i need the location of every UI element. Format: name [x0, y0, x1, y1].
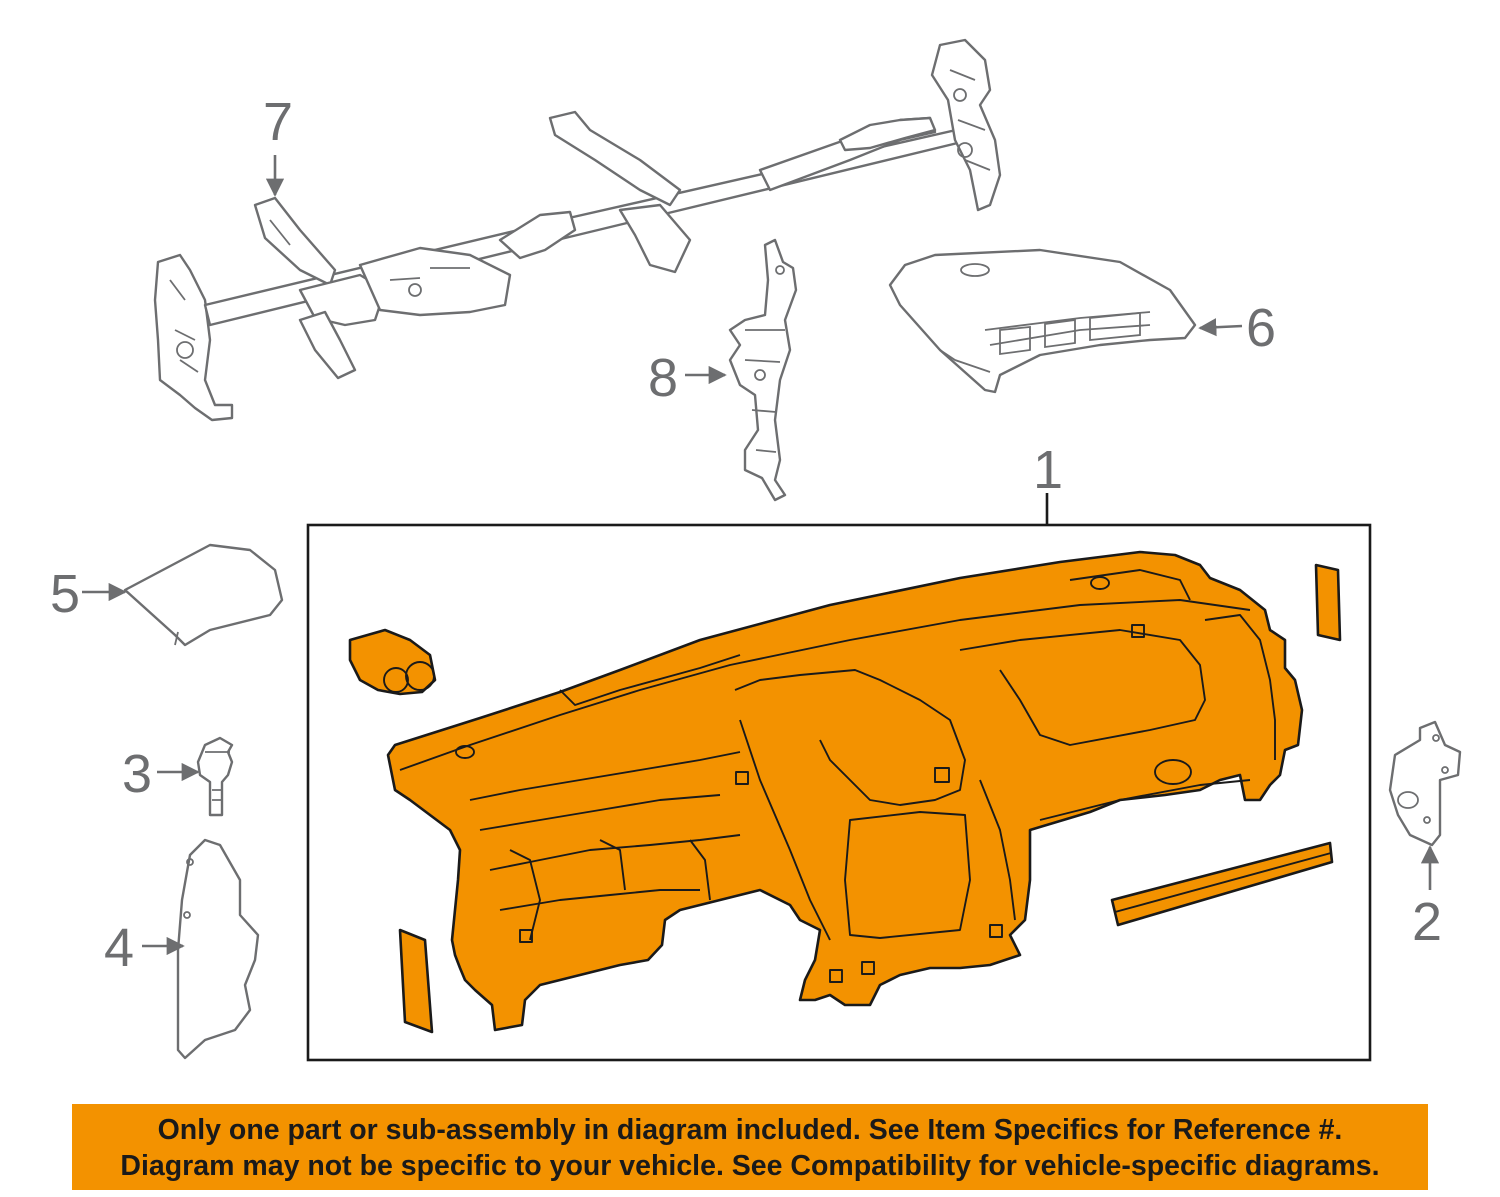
disclaimer-line-1: Only one part or sub-assembly in diagram… — [157, 1114, 1343, 1146]
part-8-brace — [728, 238, 798, 502]
callout-2: 2 — [1412, 892, 1442, 952]
part-4-side-panel — [176, 838, 260, 1060]
leaders — [82, 155, 1440, 956]
disclaimer-banner: Only one part or sub-assembly in diagram… — [72, 1104, 1428, 1190]
part-6-center-panel — [888, 248, 1197, 394]
callout-8: 8 — [648, 348, 678, 408]
part-7-reinforcement-beam — [153, 38, 1002, 422]
part-1-duct-nozzle — [348, 628, 437, 696]
callout-6: 6 — [1246, 298, 1276, 358]
callout-4: 4 — [104, 918, 134, 978]
part-5-cover — [123, 543, 284, 647]
callout-1: 1 — [1033, 440, 1063, 500]
part-1-pad-right — [1314, 563, 1342, 642]
callout-5: 5 — [50, 564, 80, 624]
callout-3: 3 — [122, 744, 152, 804]
part-1-instrument-panel — [386, 550, 1304, 1032]
part-2-bracket — [1388, 720, 1462, 847]
part-1-strip — [1110, 841, 1334, 927]
part-1-pad-left — [398, 928, 434, 1034]
callout-7: 7 — [263, 92, 293, 152]
part-3-clip — [196, 736, 234, 817]
part-1-frame — [306, 523, 1372, 1062]
disclaimer-line-2: Diagram may not be specific to your vehi… — [120, 1150, 1380, 1182]
